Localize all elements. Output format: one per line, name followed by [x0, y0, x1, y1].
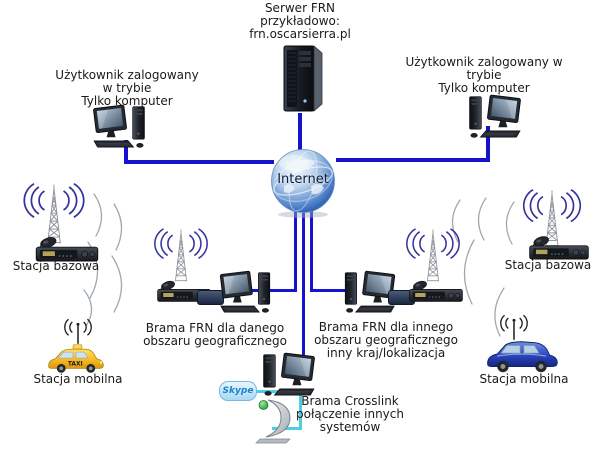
link-skype	[250, 390, 302, 393]
mobile-station-right-label: Stacja mobilna	[479, 372, 569, 386]
link-crosslink-v	[299, 390, 302, 430]
link-down-right	[310, 206, 313, 292]
mobile-station-left-label: Stacja mobilna	[33, 372, 123, 386]
link-branch-right	[310, 289, 355, 292]
desktop-computer-icon-user-right	[464, 94, 522, 139]
antenna-mast-icon-gateway-right	[398, 228, 468, 283]
link-server-internet	[298, 113, 302, 153]
link-userleft-v	[124, 140, 128, 162]
link-down-left	[294, 206, 297, 292]
desktop-computer-icon-crosslink	[258, 352, 316, 397]
link-userleft-h	[124, 160, 274, 164]
server-label: Serwer FRN przykładowo: frn.oscarsierra.…	[249, 1, 351, 41]
user-left-label: Użytkownik zalogowany w trybie Tylko kom…	[55, 68, 199, 108]
link-userright-h	[336, 158, 490, 162]
crosslink-label: Brama Crosslink połączenie innych system…	[296, 394, 404, 434]
gateway-left-label: Brama FRN dla danego obszaru geograficzn…	[143, 321, 287, 348]
server-tower-icon	[272, 43, 330, 115]
radio-transceiver-icon-base-right	[527, 234, 591, 261]
link-echolink	[272, 427, 302, 430]
link-down-mid	[302, 206, 305, 362]
link-branch-left	[252, 289, 297, 292]
gateway-right-label: Brama FRN dla innego obszaru geograficzn…	[314, 320, 458, 360]
base-station-left-label: Stacja bazowa	[12, 259, 100, 273]
skype-logo: Skype	[219, 381, 257, 401]
echolink-logo	[255, 399, 291, 444]
desktop-computer-icon-gateway-left	[219, 270, 275, 314]
blue-car-icon	[482, 336, 562, 376]
skype-logo-text: Skype	[222, 386, 254, 396]
user-right-label: Użytkownik zalogowany w trybie Tylko kom…	[405, 55, 563, 95]
antenna-mast-icon-gateway-left	[146, 228, 216, 283]
link-userright-v	[486, 126, 490, 162]
taxi-car-icon	[45, 344, 107, 375]
radio-wave-arcs-right	[451, 197, 515, 337]
internet-label: Internet	[277, 172, 329, 187]
base-station-right-label: Stacja bazowa	[504, 258, 592, 272]
desktop-computer-icon-user-left	[92, 104, 150, 149]
radio-wave-arcs-left	[83, 193, 123, 327]
car-antenna-icon-taxi	[61, 318, 95, 345]
